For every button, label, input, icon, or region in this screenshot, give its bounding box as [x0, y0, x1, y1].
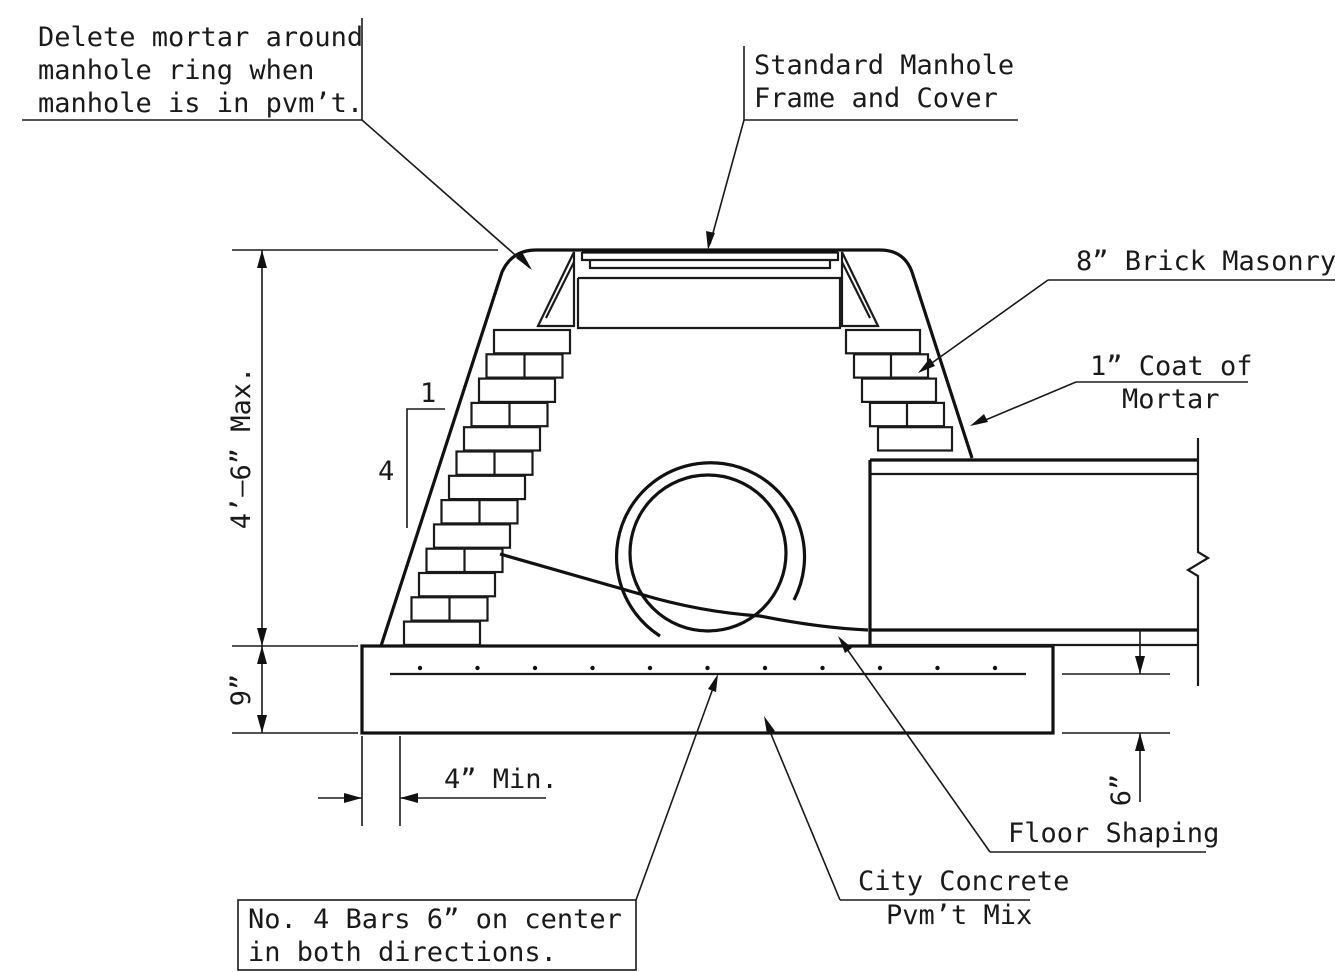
brick-course — [447, 474, 527, 501]
rebar-dot — [590, 665, 595, 671]
brick-course — [492, 328, 572, 355]
dimension-slab: 9” — [226, 646, 358, 734]
brick-masonry-left — [402, 328, 572, 646]
rebar-dot — [762, 665, 768, 671]
rebar-dot — [820, 665, 825, 671]
callout-bars: No. 4 Bars 6” on center in both directio… — [237, 674, 718, 971]
brick-course — [417, 571, 497, 598]
dimension-min-edge: 4” Min. — [318, 736, 558, 826]
dimension-height: 4’–6” Max. — [226, 249, 498, 647]
outlet-pipe-section — [868, 438, 1211, 686]
rebar-dot — [417, 665, 423, 671]
delete-mortar-line3: manhole is in pvm’t. — [38, 88, 363, 119]
brick-course — [876, 426, 954, 452]
delete-mortar-line1: Delete mortar around — [38, 22, 363, 53]
callout-delete-mortar: Delete mortar around manhole ring when m… — [22, 18, 532, 270]
callout-floor-shaping: Floor Shaping — [838, 636, 1219, 853]
brick-course — [477, 377, 557, 404]
slope-side-label: 4 — [378, 456, 394, 487]
brick-label: 8” Brick Masonry — [1076, 246, 1335, 277]
rebar-dot — [475, 665, 480, 671]
min-edge-label: 4” Min. — [444, 764, 558, 795]
rebar-dot — [532, 665, 538, 671]
rebar-dot — [705, 665, 710, 671]
frame-cover-line1: Standard Manhole — [754, 50, 1014, 81]
mortar-coat-line1: 1” Coat of — [1090, 351, 1253, 382]
rebar-dot — [647, 665, 653, 671]
frame-cover-line2: Frame and Cover — [754, 83, 998, 114]
brick-course — [432, 523, 512, 549]
pipe-clearance-label: 6” — [1106, 774, 1137, 807]
brick-course — [402, 620, 482, 646]
floor-shaping-label: Floor Shaping — [1008, 818, 1219, 849]
manhole-shell — [379, 248, 974, 647]
brick-course — [462, 426, 542, 452]
concrete-base-slab — [360, 644, 1055, 735]
height-max-label: 4’–6” Max. — [226, 367, 257, 530]
rebar-dot — [877, 665, 883, 671]
rebar-dot — [935, 665, 940, 671]
callout-mortar-coat: 1” Coat of Mortar — [970, 351, 1253, 426]
inlet-pipe — [499, 461, 869, 638]
callout-brick: 8” Brick Masonry — [918, 246, 1335, 373]
concrete-line1: City Concrete — [858, 866, 1069, 897]
brick-course — [860, 377, 938, 404]
callout-frame-cover: Standard Manhole Frame and Cover — [706, 46, 1018, 250]
slab-thickness-label: 9” — [226, 674, 257, 707]
bars-line2: in both directions. — [248, 937, 557, 968]
slope-top-label: 1 — [420, 378, 436, 409]
delete-mortar-line2: manhole ring when — [38, 55, 314, 86]
bars-line1: No. 4 Bars 6” on center — [248, 904, 622, 935]
dimension-pipe-clearance: 6” — [1062, 630, 1170, 806]
mortar-coat-line2: Mortar — [1122, 384, 1220, 415]
callout-concrete: City Concrete Pvm’t Mix — [764, 716, 1069, 931]
slope-indicator: 1 4 — [378, 378, 445, 528]
rebar-dot — [992, 665, 998, 671]
rebar-dots — [417, 665, 998, 671]
concrete-line2: Pvm’t Mix — [886, 900, 1032, 931]
brick-course — [844, 328, 922, 355]
